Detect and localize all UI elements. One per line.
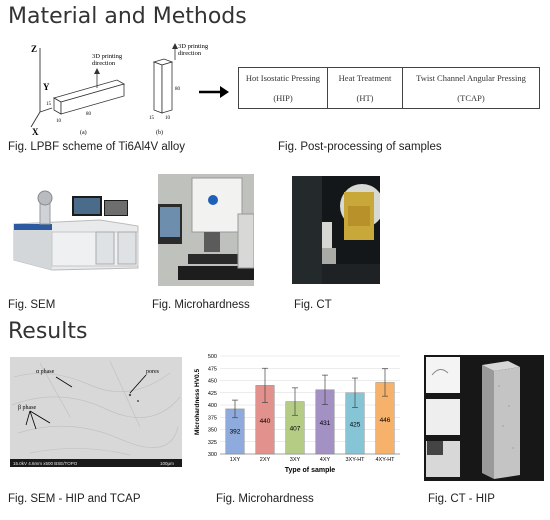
caption-sem-hip: Fig. SEM - HIP and TCAP xyxy=(8,493,141,505)
y-tick-label: 475 xyxy=(208,366,217,372)
post-processing-table: Hot Isostatic Pressing Heat Treatment Tw… xyxy=(238,67,540,109)
arrow-text-a: 3D printing xyxy=(92,53,123,60)
dim-b1: 15 xyxy=(149,116,155,121)
axis-x-label: X xyxy=(32,127,39,137)
sem-micrograph: α phase pores β phase 15.0kV 4.6mm x500 … xyxy=(10,357,182,467)
axis-z-label: Z xyxy=(31,44,37,54)
x-tick-label: 4XY xyxy=(320,457,331,463)
microhardness-bar-chart: 300 325 350 375 400 425 450 475 500 392 1XY 440 2XY 4… xyxy=(188,350,406,476)
bar-value-label: 446 xyxy=(380,417,391,424)
bar-value-label: 431 xyxy=(320,420,331,427)
y-tick-label: 350 xyxy=(208,428,217,434)
caption-lpbf: Fig. LPBF scheme of Ti6Al4V alloy xyxy=(8,141,186,153)
arrow-text-b: 3D printing xyxy=(178,43,209,50)
ct-scanner-photo xyxy=(292,176,380,284)
bar-value-label: 407 xyxy=(290,425,301,432)
lpbf-scheme-diagram: Z Y X 3D printing direction 15 10 80 (a)… xyxy=(30,43,209,137)
x-tick-label: 4XY-HT xyxy=(375,457,395,463)
table-cell: (HIP) xyxy=(238,88,328,109)
label-a: (a) xyxy=(80,129,87,136)
dim-b3: 80 xyxy=(175,87,181,92)
y-tick-label: 375 xyxy=(208,415,217,421)
y-tick-label: 450 xyxy=(208,379,217,385)
x-tick-label: 1XY xyxy=(230,457,241,463)
table-cell: Twist Channel Angular Pressing xyxy=(402,67,540,88)
bar-value-label: 425 xyxy=(350,421,361,428)
x-tick-label: 3XY-HT xyxy=(345,457,365,463)
right-arrow-icon xyxy=(199,86,229,98)
caption-ct: Fig. CT xyxy=(294,299,332,311)
table-cell: Hot Isostatic Pressing xyxy=(238,67,328,88)
microhardness-machine-photo xyxy=(158,174,254,286)
x-tick-label: 3XY xyxy=(290,457,301,463)
sem-scale: 100μm xyxy=(160,461,174,466)
label-b: (b) xyxy=(156,129,163,136)
dim-a2: 10 xyxy=(56,119,62,124)
caption-postproc: Fig. Post-processing of samples xyxy=(278,141,442,153)
dim-b2: 10 xyxy=(165,116,171,121)
y-tick-label: 425 xyxy=(208,391,217,397)
axis-y-label: Y xyxy=(43,82,50,92)
y-tick-label: 325 xyxy=(208,440,217,446)
bar-value-label: 440 xyxy=(260,418,271,425)
y-tick-label: 400 xyxy=(208,403,217,409)
sem-label-pores: pores xyxy=(146,369,160,375)
x-tick-label: 2XY xyxy=(260,457,271,463)
methods-heading: Material and Methods xyxy=(8,4,247,29)
y-tick-label: 500 xyxy=(208,354,217,360)
bar-value-label: 392 xyxy=(230,429,241,436)
dim-a1: 15 xyxy=(46,102,52,107)
table-cell: Heat Treatment xyxy=(327,67,403,88)
y-tick-label: 300 xyxy=(208,452,217,458)
sem-machine-photo xyxy=(10,180,142,272)
caption-micro2: Fig. Microhardness xyxy=(216,493,314,505)
results-heading: Results xyxy=(8,319,88,344)
table-cell: (TCAP) xyxy=(402,88,540,109)
caption-ct-hip: Fig. CT - HIP xyxy=(428,493,495,505)
sem-label-beta: β phase xyxy=(18,405,37,411)
arrow-text-b2: direction xyxy=(178,50,202,57)
dim-a3: 80 xyxy=(86,112,92,117)
sem-info-bar: 15.0kV 4.6mm x500 BSE/TOPO xyxy=(13,461,78,466)
table-cell: (HT) xyxy=(327,88,403,109)
ct-hip-photo xyxy=(424,355,544,481)
sem-label-alpha: α phase xyxy=(36,369,55,375)
caption-micro: Fig. Microhardness xyxy=(152,299,250,311)
arrow-text-a2: direction xyxy=(92,60,116,67)
x-axis-label: Type of sample xyxy=(285,467,336,474)
y-axis-label: Microhardness HV0.5 xyxy=(194,369,201,435)
caption-sem: Fig. SEM xyxy=(8,299,56,311)
